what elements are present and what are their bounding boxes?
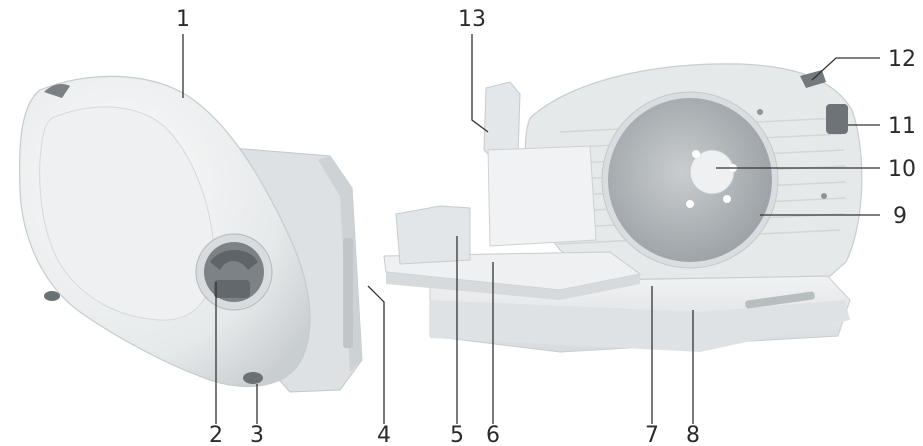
shell-recess <box>39 106 215 321</box>
food-pusher <box>483 81 521 161</box>
carriage-side-wall <box>395 205 471 265</box>
leader-4 <box>367 285 385 424</box>
blade-hub <box>689 149 735 195</box>
callout-10: 10 <box>888 157 916 182</box>
callout-labels: 1 2 3 4 5 6 7 8 9 10 11 12 13 <box>176 7 916 446</box>
base-front <box>430 300 850 352</box>
callout-8: 8 <box>686 423 700 446</box>
on-off-switch <box>826 104 848 134</box>
callout-12: 12 <box>888 47 916 72</box>
leader-lines <box>182 34 880 424</box>
leader-12 <box>811 57 880 81</box>
side-slot <box>343 238 353 348</box>
rubber-foot <box>243 372 263 384</box>
callout-7: 7 <box>645 423 659 446</box>
callout-4: 4 <box>377 423 391 446</box>
base-slot <box>745 291 815 309</box>
callout-11: 11 <box>888 114 916 139</box>
callout-5: 5 <box>450 423 464 446</box>
thickness-knob <box>195 233 273 311</box>
rubber-foot-left <box>44 291 60 301</box>
circular-blade <box>601 91 779 269</box>
pusher-shield <box>487 145 597 247</box>
slicer-front-view <box>383 63 863 353</box>
callout-3: 3 <box>250 423 264 446</box>
callout-9: 9 <box>893 204 907 229</box>
callout-13: 13 <box>458 7 486 32</box>
callout-1: 1 <box>176 7 190 32</box>
callout-2: 2 <box>209 423 223 446</box>
carriage-front <box>386 272 640 300</box>
slicer-back-view <box>18 75 363 393</box>
leader-13 <box>471 34 489 133</box>
top-grip <box>44 84 70 98</box>
callout-6: 6 <box>486 423 500 446</box>
